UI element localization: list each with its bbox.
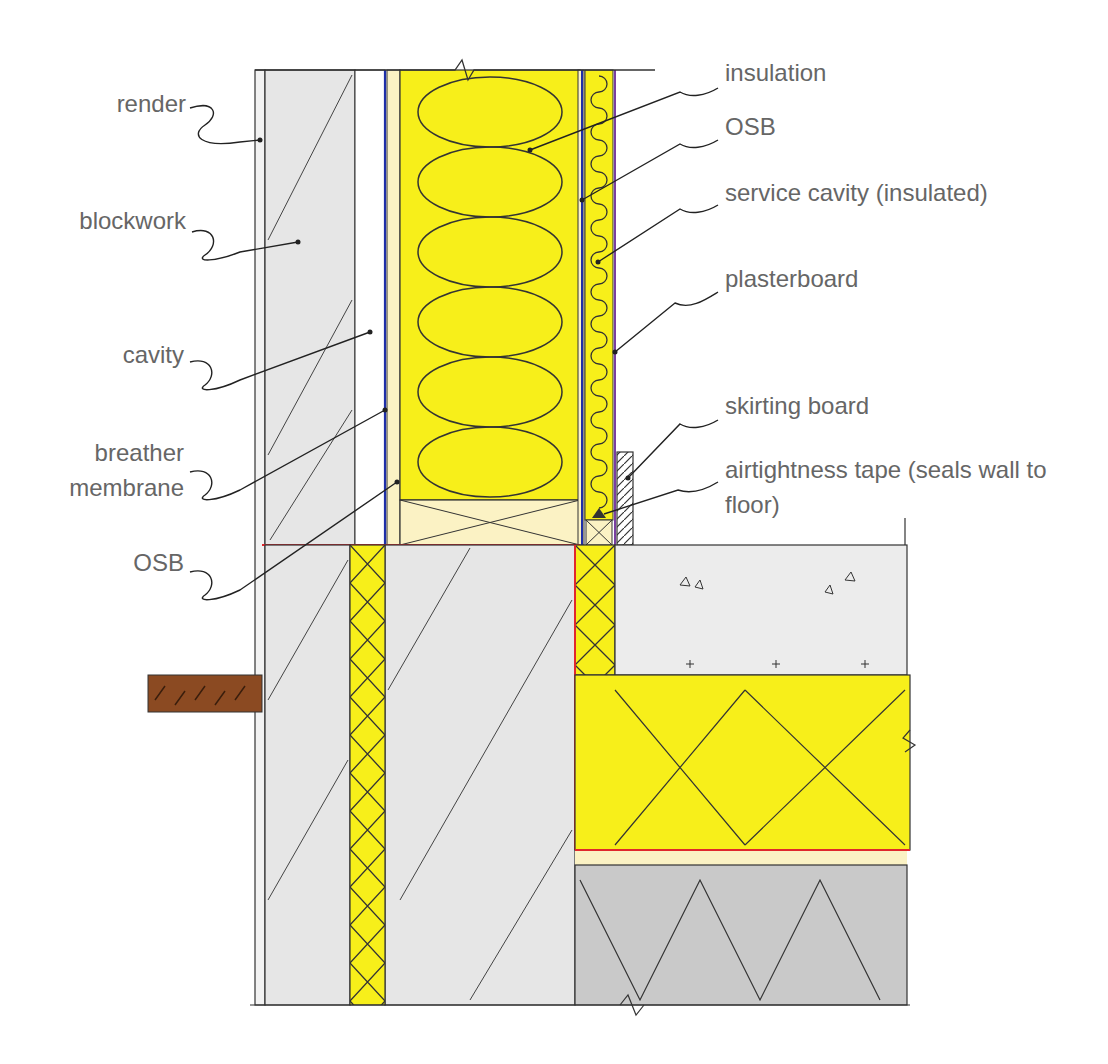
part-label: blockwork xyxy=(79,203,186,238)
floor-insulation xyxy=(575,675,910,850)
leader-lines xyxy=(190,88,718,600)
concrete-slab xyxy=(615,545,907,675)
ground-level xyxy=(148,675,262,712)
sub-base xyxy=(575,865,907,1005)
part-label: cavity xyxy=(123,337,184,372)
blockwork xyxy=(265,70,355,545)
plasterboard xyxy=(614,70,616,545)
part-label: airtightness tape (seals wall to floor) xyxy=(725,452,1055,522)
service-cavity xyxy=(585,70,613,520)
part-label: OSB xyxy=(725,109,776,144)
insulation xyxy=(400,70,580,500)
part-label: OSB xyxy=(133,545,184,580)
part-label: service cavity (insulated) xyxy=(725,175,988,210)
render-layer xyxy=(255,70,265,1005)
cavity-insulation xyxy=(350,545,385,1005)
part-label: plasterboard xyxy=(725,261,858,296)
breather-membrane xyxy=(384,70,386,545)
part-label: insulation xyxy=(725,55,826,90)
part-label: render xyxy=(117,86,186,121)
skirting-board xyxy=(617,452,633,545)
part-label: breather membrane xyxy=(59,435,184,505)
part-label: skirting board xyxy=(725,388,869,423)
